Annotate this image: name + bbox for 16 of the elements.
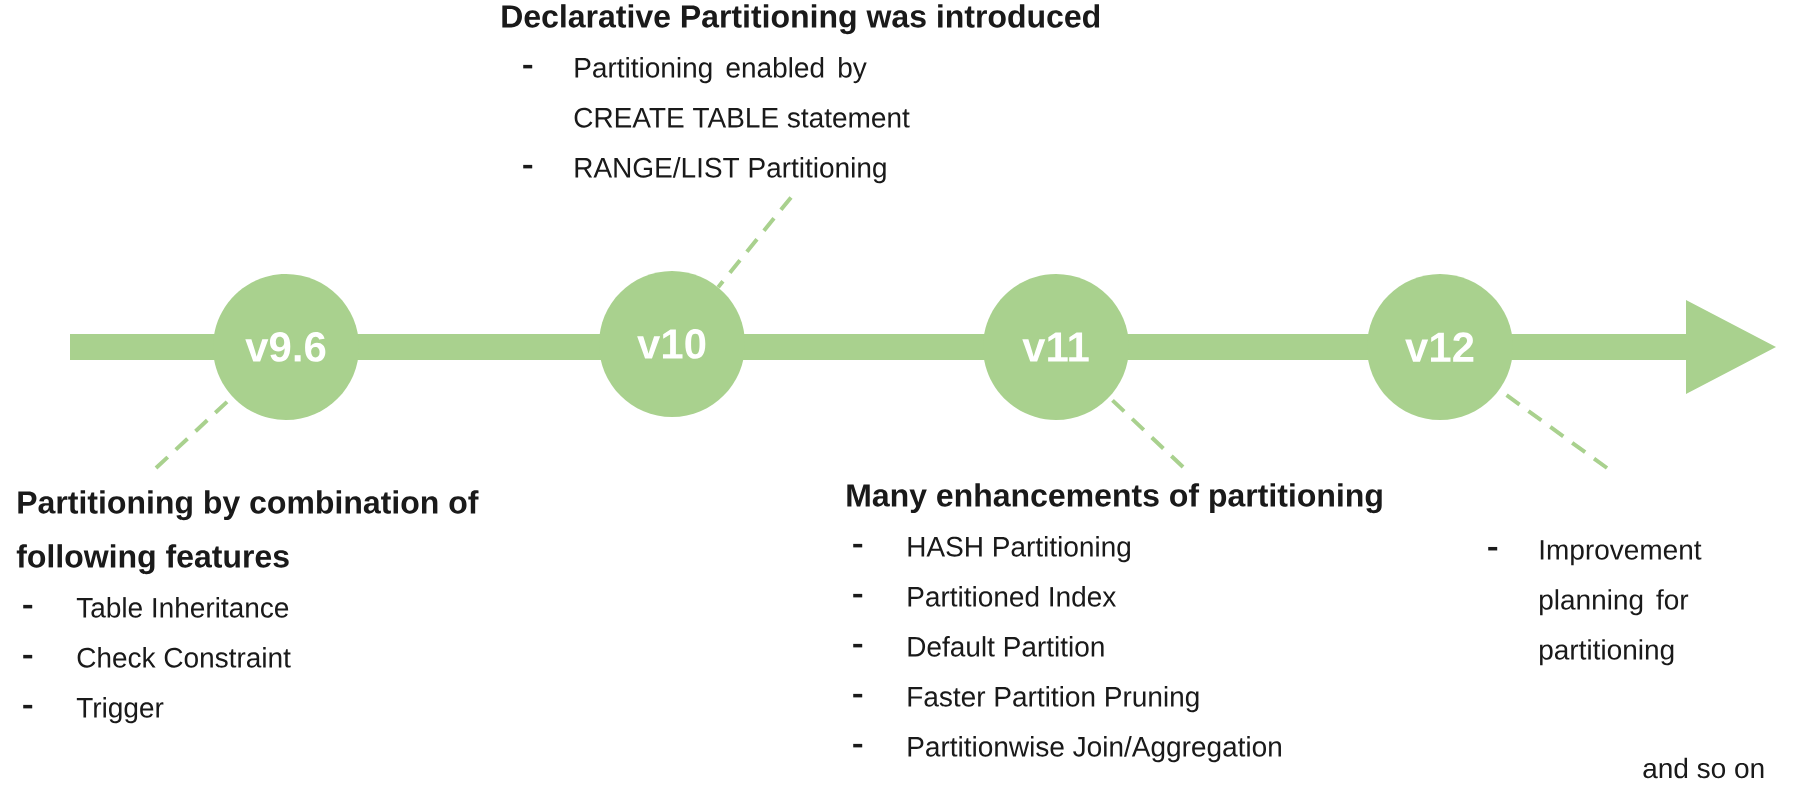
heading: Declarative Partitioning was introduced xyxy=(502,4,1100,35)
list-item: Partitionwise Join/Aggregation xyxy=(908,736,1281,763)
note: and so on xyxy=(1643,757,1764,779)
list-item: Default Partition xyxy=(908,636,1104,657)
heading: Many enhancements of partitioning xyxy=(847,483,1382,514)
list-item: Partitioning enabled by CREATE TABLE statement xyxy=(574,57,910,128)
list-item: Faster Partition Pruning xyxy=(908,686,1199,713)
list-item: Check Constraint xyxy=(77,647,291,668)
list-item: Improvement planning for partitioning xyxy=(1540,540,1702,666)
list-item: RANGE/LIST Partitioning xyxy=(575,157,886,184)
list-item: Table Inheritance xyxy=(76,597,289,618)
heading: Partitioning by combination of following features xyxy=(16,490,479,575)
leader-line xyxy=(716,196,793,289)
list-item: Partitioned Index xyxy=(908,586,1116,607)
list-item: HASH Partitioning xyxy=(908,536,1130,563)
list-item: Trigger xyxy=(76,697,164,724)
